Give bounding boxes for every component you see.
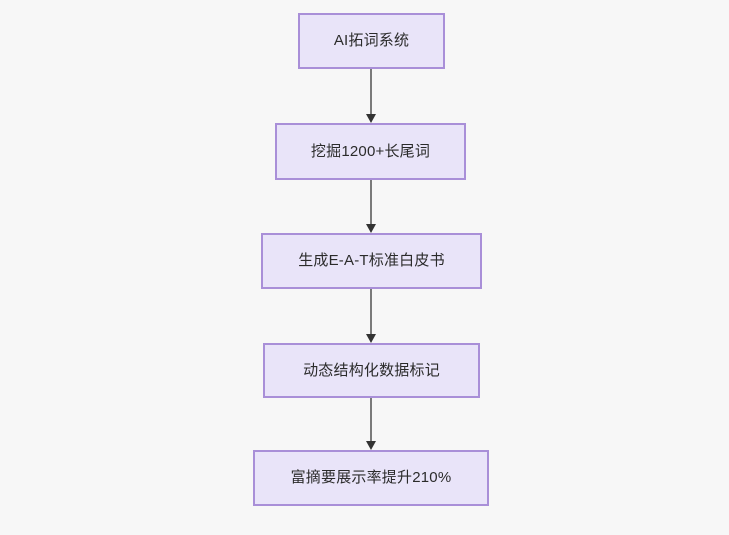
arrow-head-icon <box>366 334 376 343</box>
edge-connector <box>366 69 376 123</box>
node-label: 挖掘1200+长尾词 <box>310 142 431 160</box>
edge-line <box>370 289 372 335</box>
edge-connector <box>366 398 376 450</box>
node-label: AI拓词系统 <box>333 32 410 49</box>
edge-line <box>370 180 372 225</box>
edge-connector <box>366 180 376 233</box>
edge-line <box>370 69 372 115</box>
node-label: 富摘要展示率提升210% <box>290 469 452 486</box>
node-label: 动态结构化数据标记 <box>303 361 440 379</box>
edge-line <box>370 398 372 442</box>
arrow-head-icon <box>366 114 376 123</box>
edge-connector <box>366 289 376 343</box>
node-dynamic-structured-data[interactable]: 动态结构化数据标记 <box>263 343 480 398</box>
node-generate-eat-whitepaper[interactable]: 生成E-A-T标准白皮书 <box>261 233 482 289</box>
arrow-head-icon <box>366 224 376 233</box>
node-rich-snippet-lift[interactable]: 富摘要展示率提升210% <box>253 450 489 506</box>
node-ai-keyword-system[interactable]: AI拓词系统 <box>298 13 445 69</box>
node-label: 生成E-A-T标准白皮书 <box>298 252 445 269</box>
node-mine-longtail-keywords[interactable]: 挖掘1200+长尾词 <box>275 123 466 180</box>
arrow-head-icon <box>366 441 376 450</box>
